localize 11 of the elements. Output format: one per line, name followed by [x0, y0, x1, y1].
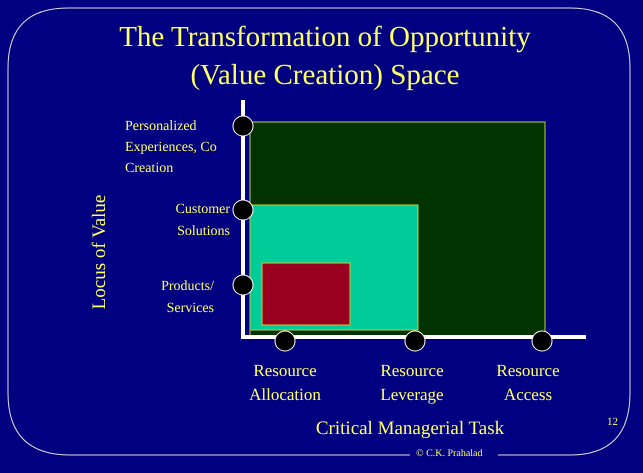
slide-title: The Transformation of Opportunity (Value Creation) Space: [118, 20, 532, 93]
x-axis-title: Critical Managerial Task: [314, 418, 506, 441]
y-axis-title: Locus of Value: [89, 194, 111, 312]
copyright-notice: © C.K. Prahalad: [416, 448, 482, 460]
x-axis-tick-label: Resource Allocation: [248, 360, 322, 406]
x-axis-tick-label: Resource Access: [495, 360, 561, 406]
y-axis-tick-label: Products/ Services: [160, 278, 214, 318]
page-number: 12: [607, 416, 618, 430]
y-axis-tick-label: Personalized Experiences, Co Creation: [125, 118, 218, 178]
y-axis-tick-label: Customer Solutions: [174, 201, 230, 241]
x-axis-tick-label: Resource Leverage: [379, 360, 445, 406]
